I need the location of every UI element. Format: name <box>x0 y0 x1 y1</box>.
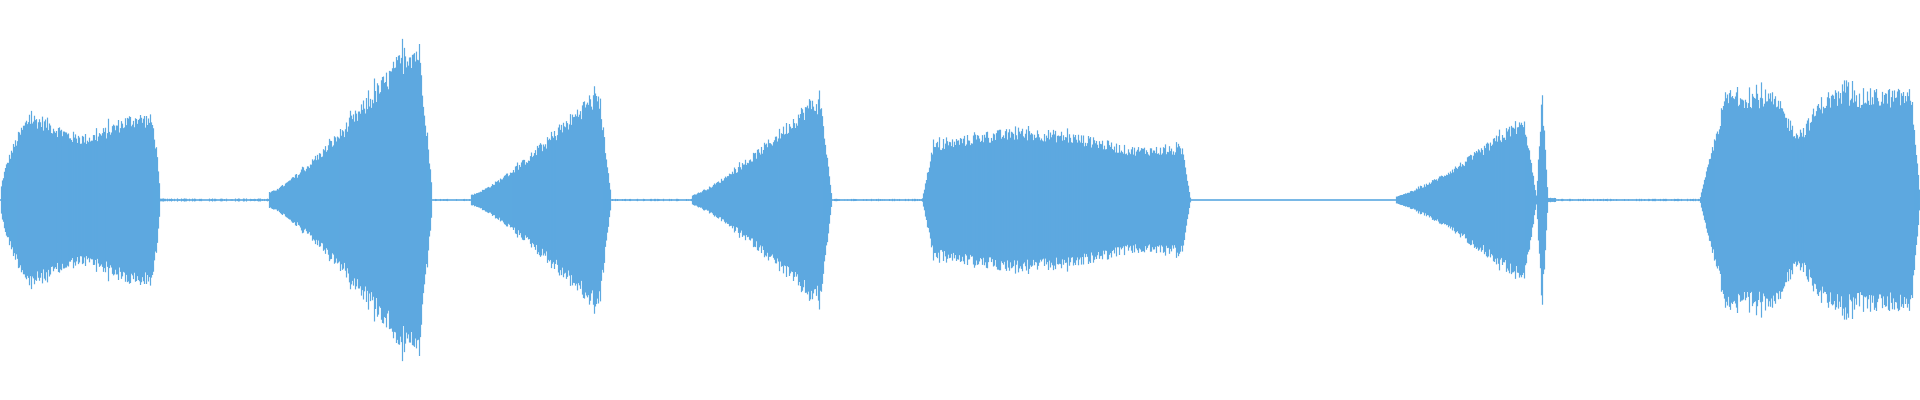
waveform-bars <box>0 38 1920 362</box>
